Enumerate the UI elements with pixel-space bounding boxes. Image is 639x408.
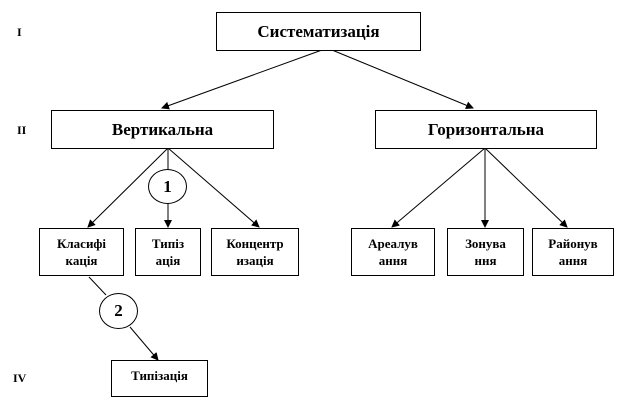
node-label: Вертикальна (111, 120, 214, 139)
node-concentration: Концентр изація (211, 228, 299, 276)
node-label-line1: Районув (548, 236, 598, 251)
node-label: Систематизація (257, 22, 380, 41)
node-label: Горизонтальна (427, 120, 545, 139)
node-label-line2: кація (65, 253, 98, 268)
node-label-line2: ація (155, 253, 181, 268)
node-zonuvannia: Зонува ння (447, 228, 524, 276)
marker-2: 2 (99, 293, 138, 329)
marker-label: 1 (163, 176, 172, 196)
node-label-line1: Типіз (151, 236, 185, 251)
edge-root-horizontal (331, 49, 474, 110)
edge-vertical-concentration (167, 147, 260, 228)
node-classification: Класифі кація (39, 228, 124, 276)
node-typization: Типіз ація (135, 228, 201, 276)
node-systematization: Систематизація (216, 12, 421, 51)
node-label-line2: ння (474, 253, 497, 268)
edge-classification-marker2 (88, 276, 107, 296)
node-raionuvannia: Районув ання (532, 228, 614, 276)
node-label-line1: Концентр (226, 236, 284, 251)
node-label: Типізація (131, 368, 188, 383)
edge-vertical-classification (87, 147, 169, 228)
level-label-4: IV (13, 371, 27, 385)
edge-horizontal-raion (484, 147, 568, 228)
node-label-line1: Класифі (56, 236, 107, 251)
node-arealuvannia: Ареалув ання (351, 228, 435, 276)
node-horizontal: Горизонтальна (375, 110, 597, 149)
node-label-line1: Ареалув (368, 236, 418, 251)
marker-label: 2 (114, 301, 123, 320)
node-label-line2: изація (236, 253, 274, 268)
node-vertical: Вертикальна (51, 110, 274, 149)
level-label-1: I (17, 25, 22, 39)
node-label-line2: ання (378, 253, 408, 268)
node-label-line1: Зонува (465, 236, 506, 251)
level-label-2: II (17, 123, 27, 137)
node-label-line2: ання (558, 253, 588, 268)
edge-root-vertical (161, 49, 323, 110)
edge-horizontal-areal (391, 147, 486, 228)
edge-marker2-typization2 (129, 326, 159, 361)
marker-1: 1 (148, 169, 187, 204)
node-typization-2: Типізація (111, 360, 208, 397)
